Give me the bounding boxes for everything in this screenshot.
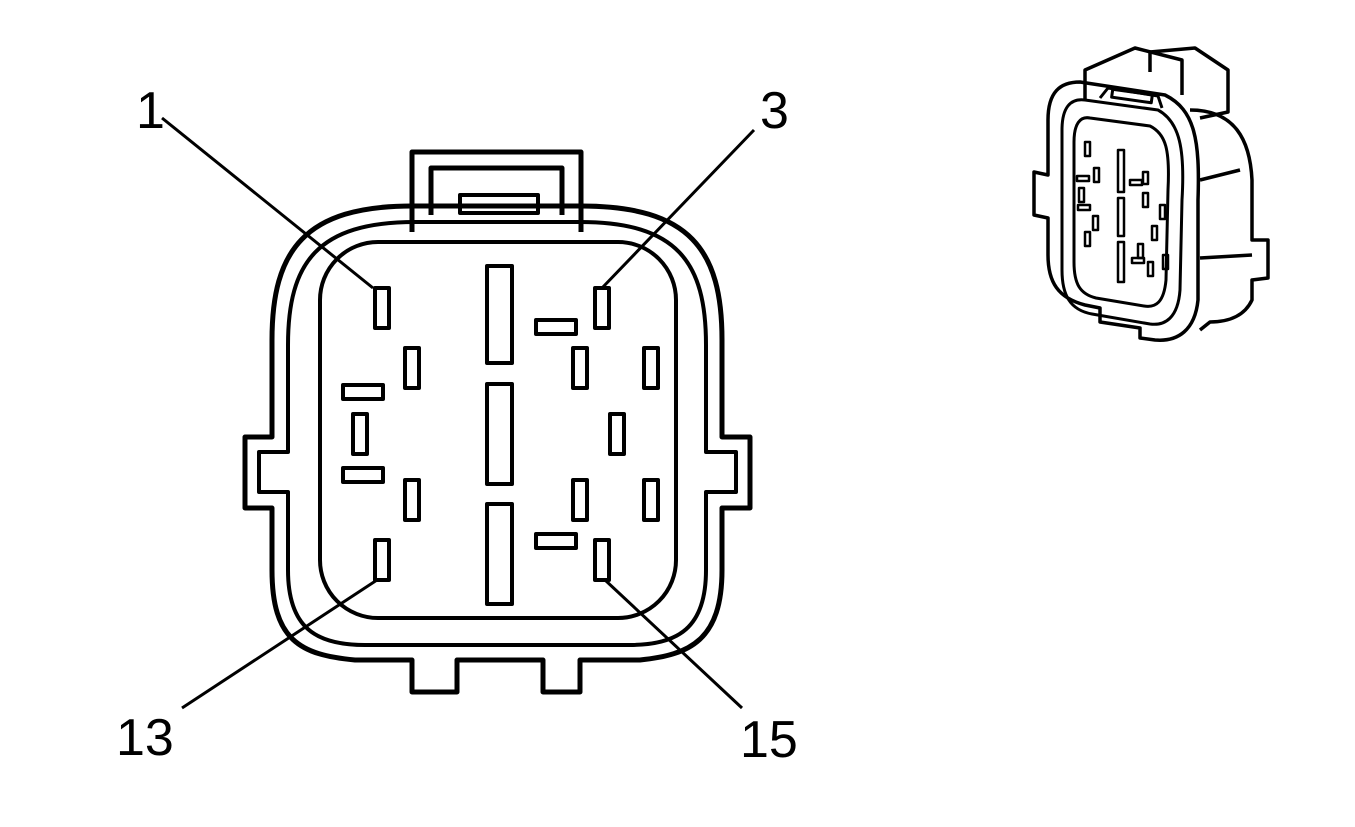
- inset-latch: [1083, 46, 1184, 100]
- leader-line-pin-3: [600, 128, 756, 290]
- terminal-horizontal: [341, 466, 385, 484]
- inset-housing-outer: [1032, 80, 1201, 342]
- terminal-horizontal: [534, 532, 578, 550]
- pin-labels: 1 3 13 15: [116, 82, 798, 769]
- center-terminal-middle: [485, 382, 514, 486]
- terminal: [403, 478, 421, 522]
- center-terminal-bottom: [485, 502, 514, 606]
- terminal-horizontal: [534, 318, 578, 336]
- terminal: [351, 412, 369, 456]
- leader-line-pin-15: [603, 578, 744, 710]
- terminal-horizontal: [341, 383, 385, 401]
- terminal-pin-13: [373, 538, 391, 582]
- terminal-pin-1: [373, 286, 391, 330]
- terminal: [642, 346, 660, 390]
- inset-body-side: [1189, 108, 1270, 332]
- inset-latch-top: [1148, 46, 1230, 120]
- pin-label-3: 3: [760, 82, 789, 140]
- leader-line-pin-1: [161, 116, 374, 290]
- connector-housing-ring: [257, 220, 738, 647]
- pin-label-1: 1: [136, 82, 165, 140]
- pin-label-13: 13: [116, 709, 174, 767]
- terminal-pin-15: [593, 538, 611, 582]
- connector-isometric-view: [1032, 46, 1270, 342]
- terminal: [403, 346, 421, 390]
- inset-terminals: [1075, 140, 1170, 284]
- terminal: [571, 478, 589, 522]
- inset-housing-inner: [1060, 98, 1185, 326]
- leader-line-pin-13: [181, 578, 378, 710]
- connector-face-view: [242, 149, 753, 695]
- terminal: [608, 412, 626, 456]
- terminal: [642, 478, 660, 522]
- center-terminal-top: [485, 264, 514, 365]
- leader-lines: [161, 116, 756, 710]
- pin-label-15: 15: [740, 711, 798, 769]
- pin-cavity: [318, 240, 678, 620]
- terminal: [571, 346, 589, 390]
- terminal-pin-3: [593, 286, 611, 330]
- inset-cavity: [1072, 116, 1170, 308]
- connector-housing-outer: [242, 203, 753, 695]
